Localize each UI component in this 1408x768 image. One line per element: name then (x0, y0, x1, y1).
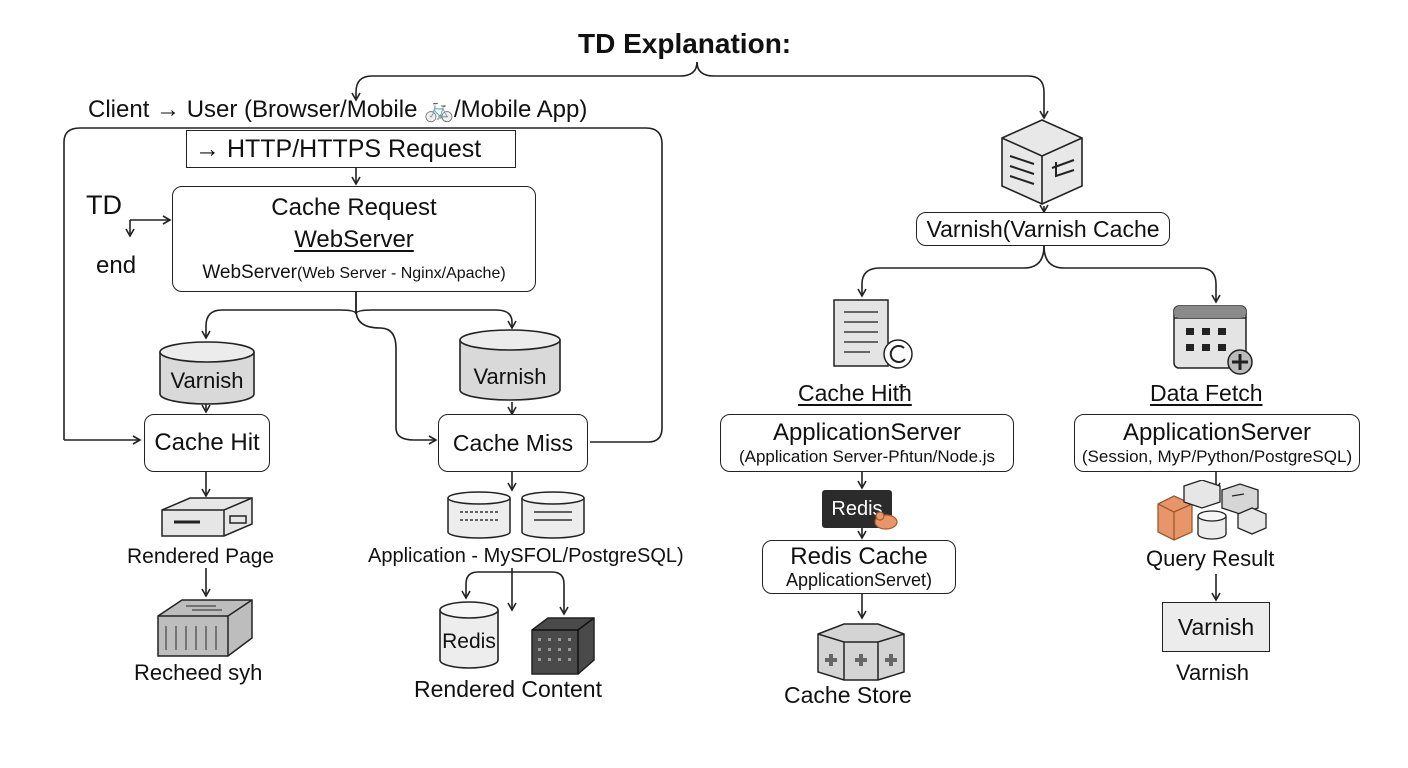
app-server-box-left: ApplicationServer (Application Server-Pɦ… (720, 414, 1014, 472)
cache-store-icon (814, 620, 908, 682)
cache-hit-label: Cache Hit (154, 429, 260, 457)
cache-miss-label: Cache Miss (452, 429, 574, 456)
dark-cube-icon (530, 616, 596, 676)
cylinder-icon (159, 341, 255, 405)
http-request-text: → HTTP/HTTPS Request (195, 134, 482, 163)
webserver-line2: WebServer (294, 226, 414, 254)
left-varnish-cylinder: Varnish (158, 340, 256, 406)
application-db-label: Application - MySFOL/PostgreSQL) (368, 545, 684, 567)
webserver-line3-small: (Web Server - Nginx/Apache) (297, 264, 506, 282)
database-pair-icon (446, 490, 586, 540)
varnish-bottom-label: Varnish (1176, 660, 1249, 685)
app-server-right-line1: ApplicationServer (1122, 419, 1312, 447)
recheed-label: Recheed syh (134, 660, 263, 685)
redis-mascot-icon (872, 508, 900, 532)
document-cube-icon (1000, 118, 1084, 206)
middle-varnish-label: Varnish (473, 364, 547, 389)
document-refresh-icon (830, 298, 920, 370)
webserver-line3: WebServer(Web Server - Nginx/Apache) (202, 262, 505, 284)
middle-varnish-cylinder: Varnish (458, 328, 562, 402)
grid-box-icon (156, 598, 254, 658)
app-server-left-line2: (Application Server-Pɦtun/Node.js (738, 447, 996, 467)
http-request-box: → HTTP/HTTPS Request (186, 130, 516, 168)
redis-cache-line2: ApplicationServet) (785, 570, 933, 591)
query-result-label: Query Result (1146, 546, 1275, 571)
app-server-left-line1: ApplicationServer (772, 419, 962, 447)
cache-hit-heading: Cache Hitħ (798, 380, 912, 406)
cache-miss-box: Cache Miss (438, 414, 588, 472)
rendered-page-label: Rendered Page (127, 545, 275, 568)
side-note-td: TD (86, 190, 122, 220)
server-box-icon (160, 496, 254, 538)
varnish-cache-box: Varnish(Varnish Cache (916, 212, 1170, 246)
redis-badge-label: Redis (831, 497, 883, 520)
cache-store-label: Cache Store (784, 682, 912, 708)
client-line: Client → User (Browser/Mobile 🚲/Mobile A… (88, 96, 588, 123)
redis-label: Redis (442, 630, 496, 653)
diagram-title: TD Explanation: (578, 28, 792, 59)
redis-cache-line1: Redis Cache (790, 542, 928, 570)
browser-window-icon (1172, 304, 1258, 376)
webserver-box: Cache Request WebServer WebServer(Web Se… (172, 186, 536, 292)
varnish-gray-box-label: Varnish (1177, 613, 1255, 640)
cache-hit-box: Cache Hit (144, 414, 270, 472)
cylinder-icon (459, 329, 561, 401)
cylinder-icon (439, 601, 499, 669)
app-server-right-line2: (Session, MyP/Python/PostgreSQL) (1081, 447, 1353, 467)
data-fetch-heading: Data Fetch (1150, 380, 1263, 406)
stacked-blocks-icon (1154, 479, 1270, 544)
redis-cylinder: Redis (438, 600, 500, 670)
webserver-line3-main: WebServer (202, 261, 297, 283)
webserver-line1: Cache Request (271, 194, 437, 222)
varnish-cache-label: Varnish(Varnish Cache (926, 215, 1160, 242)
side-note-end: end (96, 252, 137, 279)
left-varnish-label: Varnish (170, 368, 244, 393)
varnish-gray-box: Varnish (1162, 602, 1270, 652)
app-server-box-right: ApplicationServer (Session, MyP/Python/P… (1074, 414, 1360, 472)
rendered-content-label: Rendered Content (414, 676, 602, 702)
redis-cache-box: Redis Cache ApplicationServet) (762, 540, 956, 594)
